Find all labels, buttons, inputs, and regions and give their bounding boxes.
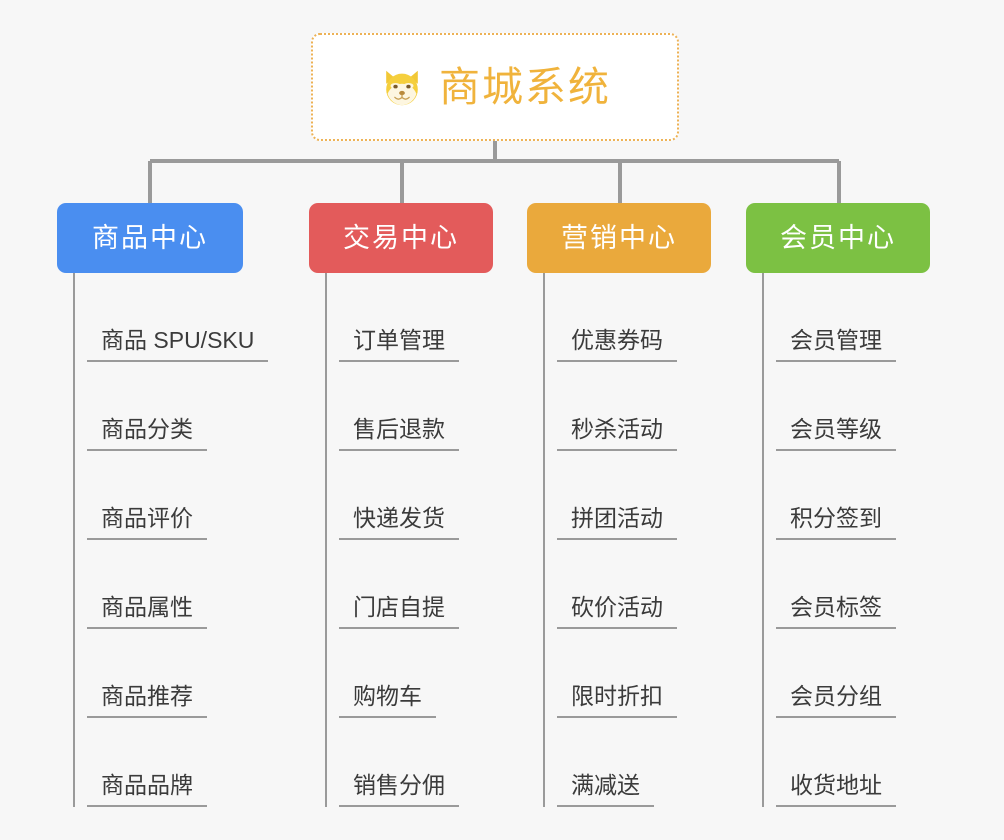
- list-item[interactable]: 商品推荐: [73, 629, 268, 718]
- list-item[interactable]: 会员管理: [762, 273, 930, 362]
- list-item[interactable]: 商品 SPU/SKU: [73, 273, 269, 362]
- leaf-label: 积分签到: [776, 505, 896, 540]
- list-item[interactable]: 会员等级: [762, 362, 930, 451]
- leaf-label: 拼团活动: [557, 505, 677, 540]
- list-item[interactable]: 会员标签: [762, 540, 930, 629]
- leaf-label: 秒杀活动: [557, 416, 677, 451]
- leaf-label: 会员等级: [776, 416, 896, 451]
- branch-head-member[interactable]: 会员中心: [746, 203, 930, 273]
- list-item[interactable]: 快递发货: [325, 451, 493, 540]
- leaf-list-member: 会员管理 会员等级 积分签到 会员标签 会员分组 收货地址: [762, 273, 930, 807]
- root-title: 商城系统: [439, 63, 611, 110]
- leaf-list-product: 商品 SPU/SKU 商品分类 商品评价 商品属性 商品推荐 商品品牌: [73, 273, 269, 807]
- list-item[interactable]: 限时折扣: [543, 629, 711, 718]
- list-item[interactable]: 会员分组: [762, 629, 930, 718]
- list-item[interactable]: 拼团活动: [543, 451, 711, 540]
- leaf-label: 商品属性: [87, 594, 207, 629]
- leaf-label: 满减送: [557, 772, 654, 807]
- list-item[interactable]: 优惠券码: [543, 273, 711, 362]
- branch-head-label: 营销中心: [561, 222, 677, 253]
- leaf-label: 快递发货: [339, 505, 459, 540]
- leaf-label: 商品分类: [87, 416, 207, 451]
- leaf-label: 会员管理: [776, 327, 896, 362]
- root-node[interactable]: 商城系统: [311, 33, 679, 141]
- list-item[interactable]: 门店自提: [325, 540, 493, 629]
- branch-head-marketing[interactable]: 营销中心: [527, 203, 711, 273]
- list-item[interactable]: 销售分佣: [325, 718, 493, 807]
- list-item[interactable]: 商品品牌: [73, 718, 268, 807]
- leaf-label: 商品推荐: [87, 683, 207, 718]
- leaf-label: 售后退款: [339, 416, 459, 451]
- list-item[interactable]: 收货地址: [762, 718, 930, 807]
- branch-head-label: 商品中心: [92, 222, 208, 253]
- leaf-label: 砍价活动: [557, 594, 677, 629]
- list-item[interactable]: 商品评价: [73, 451, 268, 540]
- branch-column-marketing: 营销中心 优惠券码 秒杀活动 拼团活动 砍价活动 限时折扣 满减送: [527, 203, 711, 823]
- list-item[interactable]: 订单管理: [325, 273, 493, 362]
- list-item[interactable]: 商品分类: [73, 362, 268, 451]
- leaf-label: 购物车: [339, 683, 436, 718]
- shiba-dog-face-icon: [386, 70, 418, 106]
- leaf-label: 订单管理: [339, 327, 459, 362]
- leaf-label: 收货地址: [776, 772, 896, 807]
- branch-column-member: 会员中心 会员管理 会员等级 积分签到 会员标签 会员分组 收货地址: [746, 203, 930, 823]
- branch-head-label: 会员中心: [780, 222, 896, 253]
- leaf-label: 限时折扣: [557, 683, 677, 718]
- leaf-label: 商品评价: [87, 505, 207, 540]
- leaf-label: 门店自提: [339, 594, 459, 629]
- leaf-label: 商品品牌: [87, 772, 207, 807]
- branch-head-trade[interactable]: 交易中心: [309, 203, 493, 273]
- list-item[interactable]: 满减送: [543, 718, 711, 807]
- leaf-list-trade: 订单管理 售后退款 快递发货 门店自提 购物车 销售分佣: [325, 273, 493, 807]
- leaf-list-marketing: 优惠券码 秒杀活动 拼团活动 砍价活动 限时折扣 满减送: [543, 273, 711, 807]
- list-item[interactable]: 购物车: [325, 629, 493, 718]
- branch-head-label: 交易中心: [343, 222, 459, 253]
- list-item[interactable]: 商品属性: [73, 540, 268, 629]
- branch-head-product[interactable]: 商品中心: [57, 203, 243, 273]
- leaf-label: 会员标签: [776, 594, 896, 629]
- branch-column-product: 商品中心 商品 SPU/SKU 商品分类 商品评价 商品属性 商品推荐 商品品牌: [57, 203, 269, 823]
- list-item[interactable]: 积分签到: [762, 451, 930, 540]
- branch-column-trade: 交易中心 订单管理 售后退款 快递发货 门店自提 购物车 销售分佣: [309, 203, 493, 823]
- leaf-label: 优惠券码: [557, 327, 677, 362]
- leaf-label: 销售分佣: [339, 772, 459, 807]
- list-item[interactable]: 砍价活动: [543, 540, 711, 629]
- list-item[interactable]: 售后退款: [325, 362, 493, 451]
- leaf-label: 会员分组: [776, 683, 896, 718]
- list-item[interactable]: 秒杀活动: [543, 362, 711, 451]
- leaf-label: 商品 SPU/SKU: [87, 327, 269, 362]
